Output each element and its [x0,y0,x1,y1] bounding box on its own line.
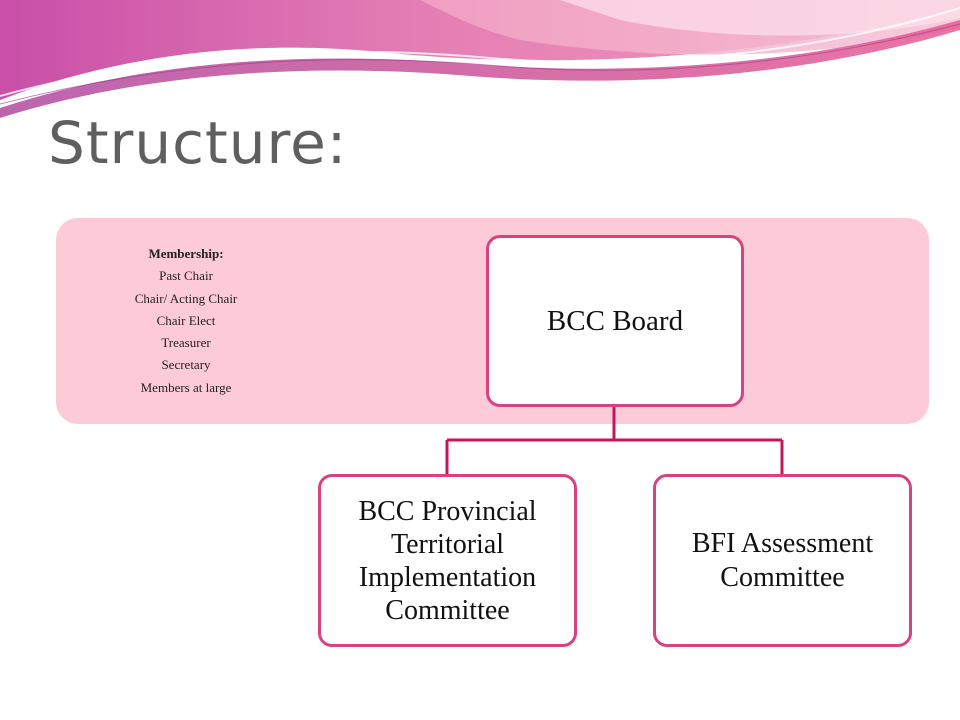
header-swoosh-decoration [0,0,960,118]
membership-item: Treasurer [161,335,211,351]
node-label: BCC Provincial Territorial Implementatio… [358,495,537,626]
node-bfi-assessment-committee: BFI Assessment Committee [653,474,912,647]
membership-item: Secretary [161,357,211,373]
slide-title: Structure: [48,109,348,177]
membership-heading: Membership: [148,246,224,261]
membership-item: Past Chair [159,268,213,284]
node-bcc-board: BCC Board [486,235,744,407]
node-pt-implementation-committee: BCC Provincial Territorial Implementatio… [318,474,577,647]
node-label: BCC Board [546,304,684,337]
membership-item: Chair/ Acting Chair [134,290,238,306]
node-label: BFI Assessment Committee [691,527,874,593]
membership-item: Chair Elect [156,312,216,328]
membership-item: Members at large [140,379,232,395]
membership-list: Membership: Past Chair Chair/ Acting Cha… [96,243,276,399]
